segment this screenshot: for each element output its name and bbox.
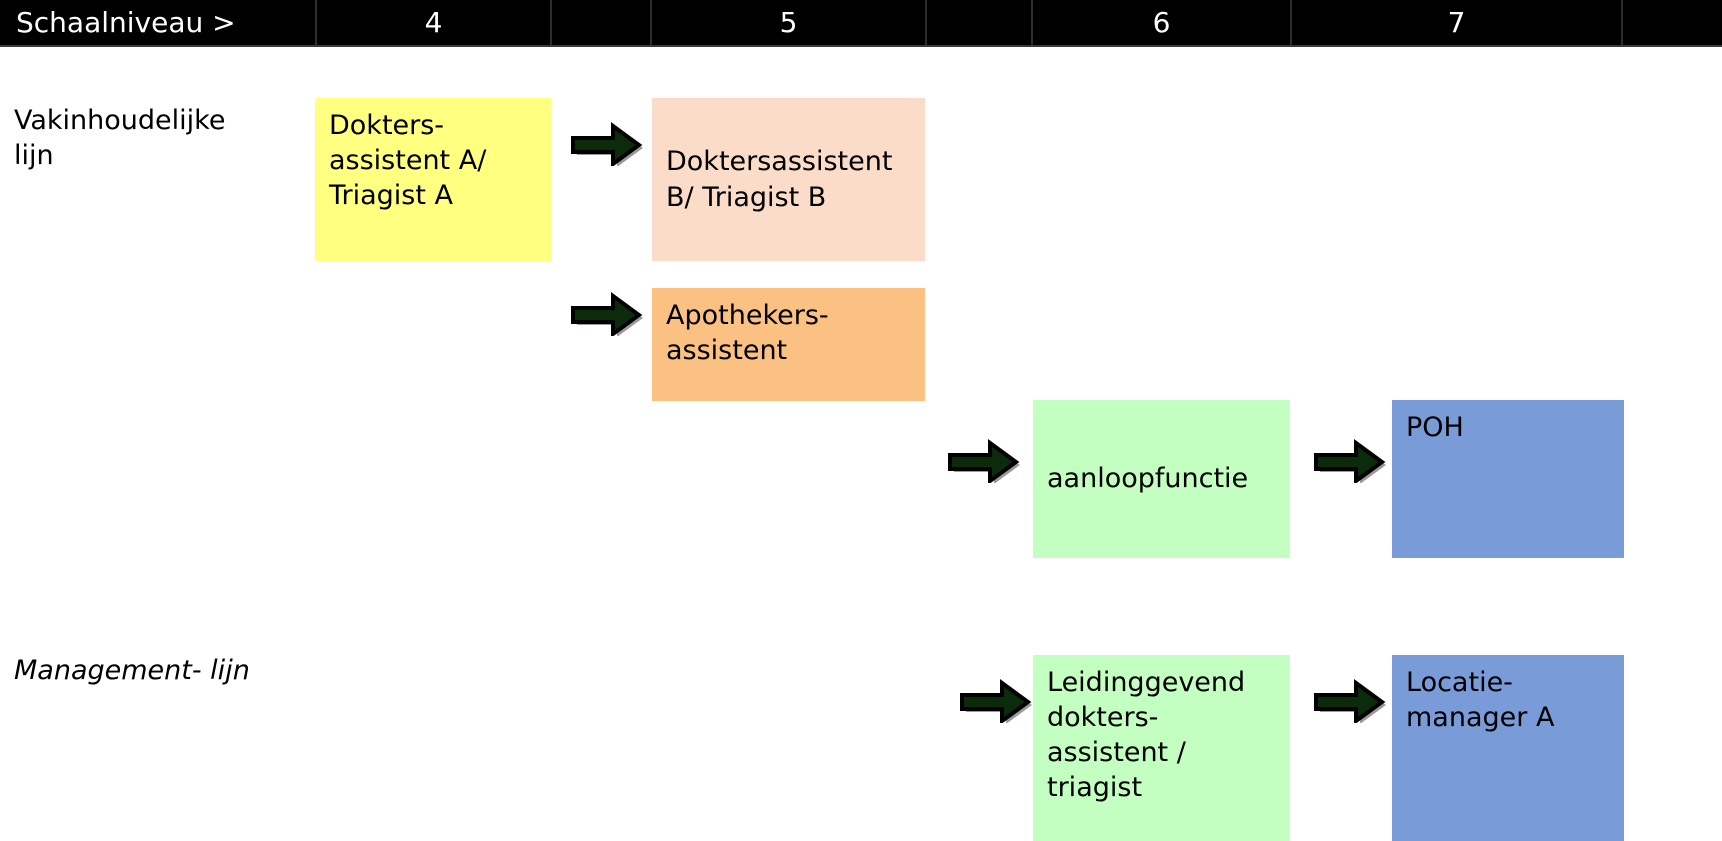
row-label-management-lijn: Management- lijn xyxy=(14,655,250,686)
header-divider xyxy=(650,0,652,45)
header-divider xyxy=(315,0,317,45)
node-label: Dokters- assistent A/ Triagist A xyxy=(329,110,487,212)
header-divider xyxy=(1031,0,1033,45)
node-label: Doktersassistent B/ Triagist B xyxy=(666,146,893,213)
arrow-leidinggevend-to-locatiemanager xyxy=(1312,677,1386,723)
scale-level-header-bar: Schaalniveau > 4 5 6 7 xyxy=(0,0,1722,47)
arrow-doktersassistent-a-to-b xyxy=(569,120,643,166)
header-scale-label: Schaalniveau > xyxy=(16,5,236,39)
node-label: Leidinggevend dokters- assistent / triag… xyxy=(1047,667,1246,804)
node-doktersassistent-b[interactable]: Doktersassistent B/ Triagist B xyxy=(652,98,925,261)
node-leidinggevend-doktersassistent[interactable]: Leidinggevend dokters- assistent / triag… xyxy=(1033,655,1290,841)
header-divider xyxy=(1290,0,1292,45)
node-label: Locatie- manager A xyxy=(1406,667,1555,734)
node-locatiemanager-a[interactable]: Locatie- manager A xyxy=(1392,655,1624,841)
header-level-5: 5 xyxy=(779,5,798,39)
node-aanloopfunctie[interactable]: aanloopfunctie xyxy=(1033,400,1290,558)
arrow-to-aanloopfunctie xyxy=(946,437,1020,483)
node-label: POH xyxy=(1406,412,1464,443)
node-doktersassistent-a[interactable]: Dokters- assistent A/ Triagist A xyxy=(315,98,551,261)
row-label-vakinhoudelijke-lijn: Vakinhoudelijke lijn xyxy=(14,105,226,171)
node-label: aanloopfunctie xyxy=(1047,463,1249,495)
header-divider xyxy=(550,0,552,45)
header-divider xyxy=(925,0,927,45)
header-level-7: 7 xyxy=(1447,5,1466,39)
node-apothekersassistent[interactable]: Apothekers- assistent xyxy=(652,288,925,401)
arrow-to-leidinggevend xyxy=(958,677,1032,723)
node-label: Apothekers- assistent xyxy=(666,300,829,367)
node-poh[interactable]: POH xyxy=(1392,400,1624,558)
arrow-aanloopfunctie-to-poh xyxy=(1312,437,1386,483)
header-level-4: 4 xyxy=(424,5,443,39)
header-level-6: 6 xyxy=(1152,5,1171,39)
header-divider xyxy=(1621,0,1623,45)
arrow-to-apothekersassistent xyxy=(569,290,643,336)
